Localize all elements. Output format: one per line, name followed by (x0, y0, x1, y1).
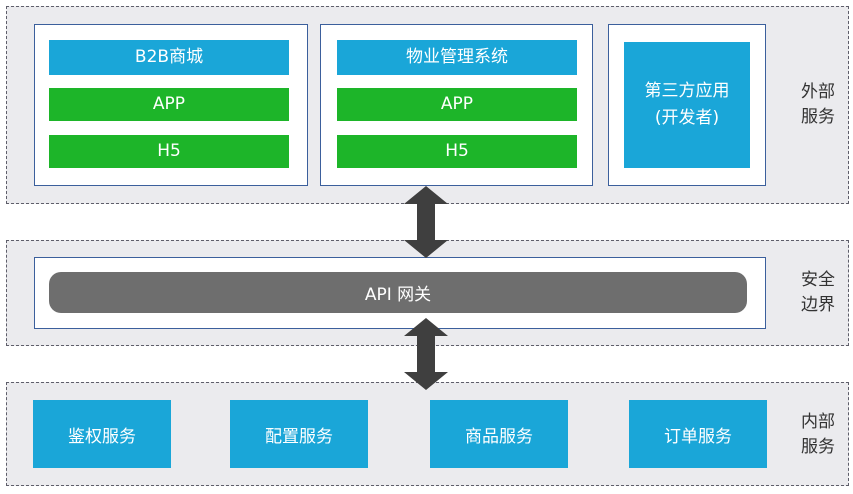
property-management-title: 物业管理系统 (337, 40, 577, 75)
upper-double-arrow-icon (404, 186, 448, 258)
third-party-app: 第三方应用 (开发者) (624, 42, 750, 168)
api-gateway: API 网关 (49, 272, 747, 313)
property-management-h5: H5 (337, 135, 577, 168)
security-boundary-label: 安全 边界 (801, 270, 835, 315)
b2b-mall-app: APP (49, 88, 289, 121)
auth-service: 鉴权服务 (33, 400, 171, 468)
internal-services-label: 内部 服务 (801, 412, 835, 457)
config-service: 配置服务 (230, 400, 368, 468)
lower-double-arrow-icon (404, 318, 448, 390)
order-service: 订单服务 (629, 400, 767, 468)
external-services-label: 外部 服务 (801, 82, 835, 127)
b2b-mall-h5: H5 (49, 135, 289, 168)
b2b-mall-title: B2B商城 (49, 40, 289, 75)
property-management-app: APP (337, 88, 577, 121)
product-service: 商品服务 (430, 400, 568, 468)
